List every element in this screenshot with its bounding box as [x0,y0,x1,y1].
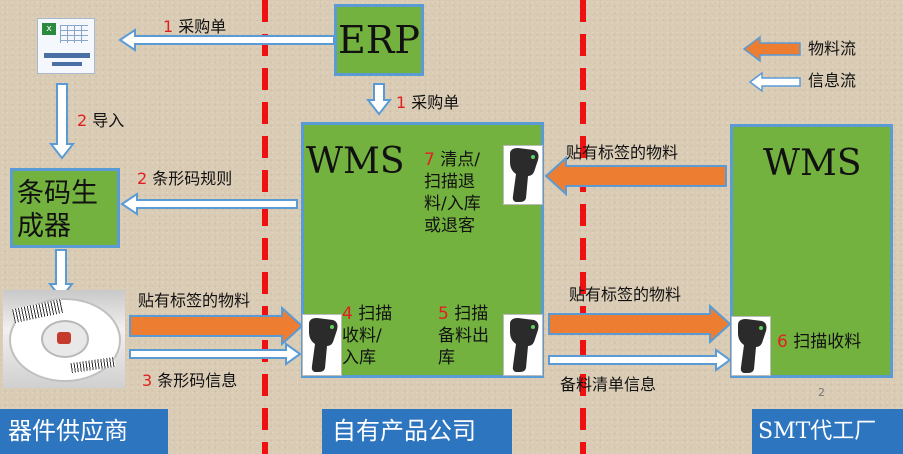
label-import: 2 导入 [77,111,125,130]
page-number: 2 [818,386,825,399]
excel-badge-icon: x [42,23,56,35]
step-5-text: 5 扫描 备料出 库 [438,304,489,368]
step-6-text: 6 扫描收料 [777,332,862,352]
footer-company: 自有产品公司 [322,409,512,454]
arrow-material-in-left [129,305,304,347]
scanner-icon-step6 [731,316,771,376]
arrow-material-out-right [548,303,732,345]
spreadsheet-grid-icon [60,25,88,43]
step-4-text: 4 扫描 收料/ 入库 [342,304,393,368]
excel-file-icon: x [37,18,95,74]
label-material-out-right: 贴有标签的物料 [569,285,682,304]
arrow-prep-list-info [548,348,732,372]
erp-label: ERP [338,18,420,62]
scanner-icon-step4 [302,314,342,376]
wms-main-label: WMS [306,141,405,182]
arrow-po-to-wms [365,83,393,116]
barcode-generator-box: 条码生成器 [10,168,120,248]
legend-material-arrow [742,35,801,63]
arrow-barcode-info [129,342,302,366]
legend-info-flow-label: 信息流 [808,71,857,90]
arrow-import [48,83,76,160]
scanner-icon-step5 [503,314,543,376]
separator-line-left [262,0,268,454]
label-prep-list-info: 备料清单信息 [560,375,657,394]
legend-material-flow-label: 物料流 [808,39,857,58]
arrow-barcode-rule [120,192,298,216]
step-7-text: 7 清点/ 扫描退 料/入库 或退客 [424,150,481,236]
label-material-in-top: 贴有标签的物料 [566,143,679,162]
footer-smt: SMT代工厂 [752,409,903,454]
arrow-po-to-file [118,28,335,52]
separator-line-right [580,0,586,454]
label-material-in-left: 贴有标签的物料 [138,291,251,310]
erp-box: ERP [334,4,424,76]
barcode-generator-label: 条码生成器 [17,178,98,242]
label-po-to-wms: 1 采购单 [396,93,460,112]
arrow-material-in-top [544,155,727,197]
wms-smt-label: WMS [763,143,862,184]
scanner-icon-step7 [503,145,543,205]
label-barcode-info: 3 条形码信息 [142,371,238,390]
label-barcode-rule: 2 条形码规则 [137,169,233,188]
legend-info-arrow [748,71,801,93]
component-reel-image [3,290,125,388]
label-po-to-file: 1 采购单 [163,17,227,36]
footer-supplier: 器件供应商 [0,409,168,454]
